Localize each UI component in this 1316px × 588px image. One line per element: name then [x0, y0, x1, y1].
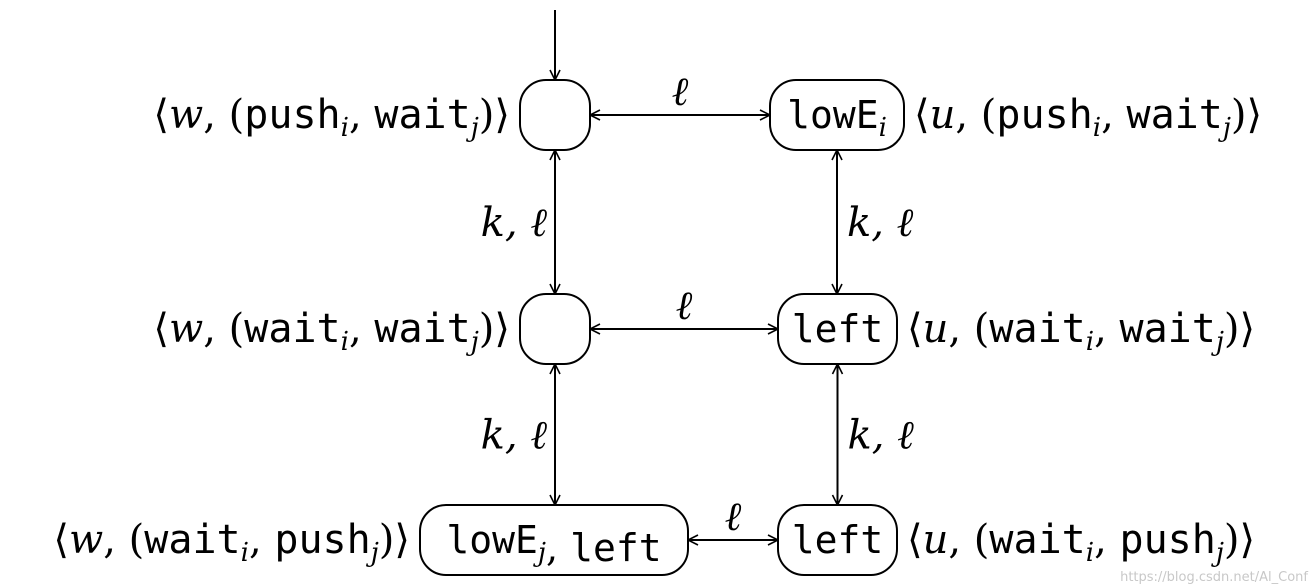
- watermark: https://blog.csdn.net/Al_Conf: [1120, 570, 1308, 585]
- state-annotation: ⟨w, (waiti, waitj)⟩: [153, 306, 510, 357]
- state-annotation: ⟨u, (waiti, pushj)⟩: [907, 517, 1255, 568]
- state-annotation: ⟨u, (pushi, waitj)⟩: [914, 92, 1262, 143]
- edge-label: k, ℓ: [481, 413, 548, 459]
- state-node: [777, 293, 898, 365]
- edge-label: k, ℓ: [848, 413, 915, 459]
- state-node: [519, 79, 591, 151]
- edge-label: k, ℓ: [481, 200, 548, 246]
- state-node: [519, 293, 591, 365]
- edge-label: ℓ: [672, 69, 689, 115]
- state-label: left: [792, 518, 884, 562]
- state-node: [419, 504, 689, 576]
- state-label: left: [792, 307, 884, 351]
- edge-label: ℓ: [676, 283, 693, 329]
- state-annotation: ⟨u, (waiti, waitj)⟩: [907, 306, 1255, 357]
- state-node: [777, 504, 898, 576]
- state-annotation: ⟨w, (pushi, waitj)⟩: [153, 92, 510, 143]
- state-annotation: ⟨w, (waiti, pushj)⟩: [53, 517, 410, 568]
- state-label: lowEj, left: [446, 518, 661, 570]
- state-label: lowEi: [787, 93, 887, 143]
- edge-label: ℓ: [725, 494, 742, 540]
- edge-label: k, ℓ: [847, 200, 914, 246]
- state-node: [769, 79, 905, 151]
